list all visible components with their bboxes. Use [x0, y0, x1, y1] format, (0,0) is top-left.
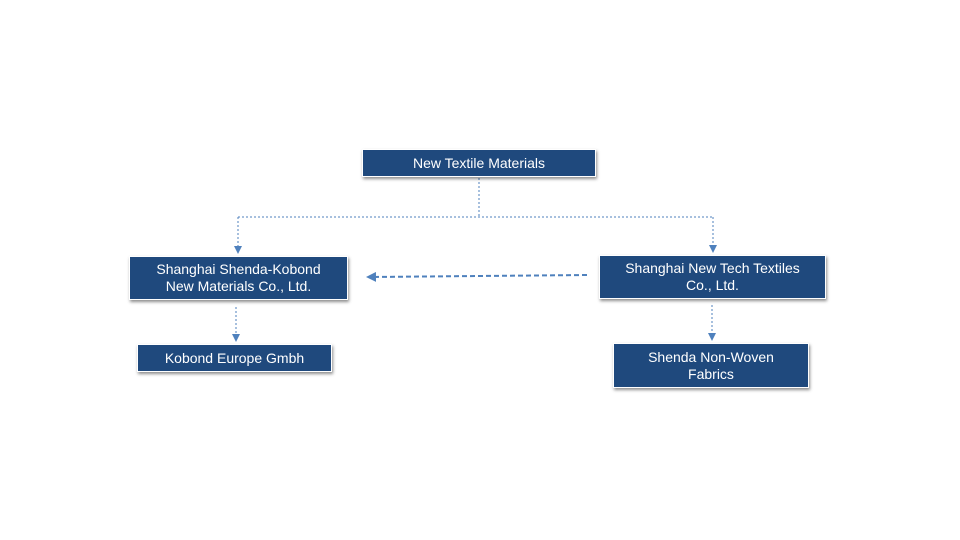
node-shanghai-new-tech-textiles: Shanghai New Tech Textiles Co., Ltd. [599, 255, 826, 299]
connector-new-tech-to-shenda-kobond [366, 271, 588, 282]
node-shenda-non-woven-fabrics: Shenda Non-Woven Fabrics [613, 343, 809, 388]
node-kobond-europe: Kobond Europe Gmbh [137, 344, 332, 372]
node-new-textile-materials: New Textile Materials [362, 149, 596, 177]
node-shanghai-shenda-kobond: Shanghai Shenda-Kobond New Materials Co.… [129, 256, 348, 300]
